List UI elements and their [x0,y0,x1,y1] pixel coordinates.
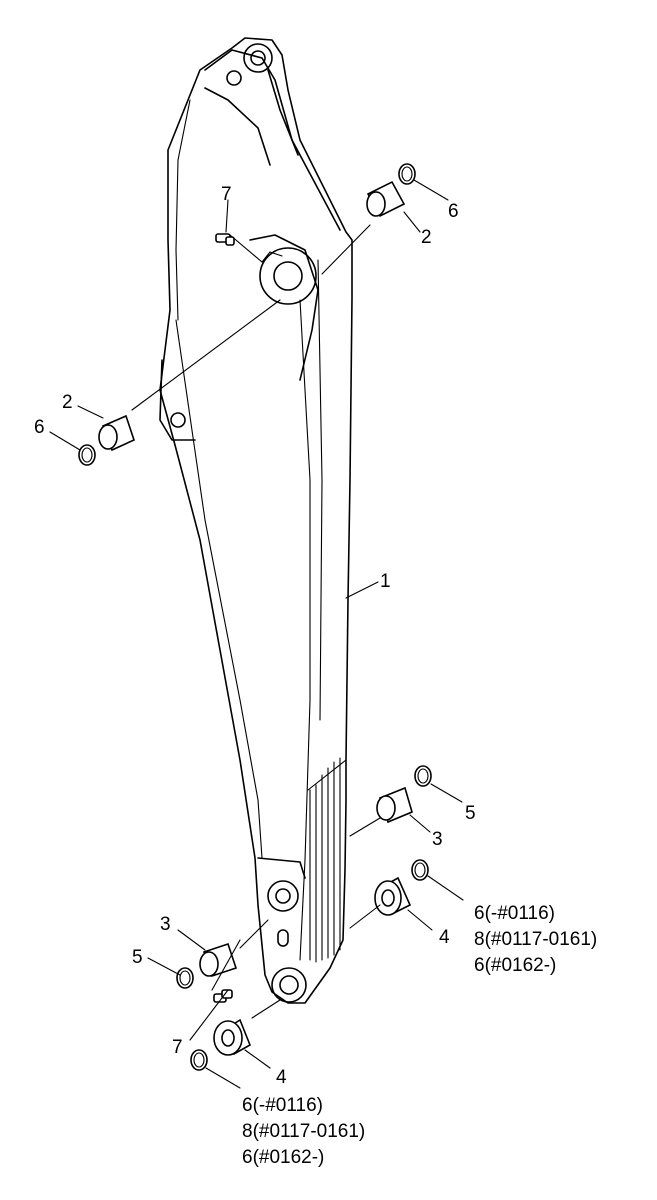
bushing-3-right [376,786,413,824]
callout-5-right: 5 [465,803,476,824]
note-right-line-1: 6(-#0116) [474,903,555,924]
bushing-2-left [98,414,135,452]
shim-ring-6-top [398,163,416,185]
callout-6-left: 6 [34,417,45,438]
head-bracket-right [267,69,299,156]
callout-6-top: 6 [448,201,459,222]
callout-2-right: 2 [421,227,432,248]
flanged-bushing-4-bottom [213,1018,252,1056]
arm-inner-edge-mid [299,299,311,961]
callout-3-right: 3 [432,829,443,850]
bushing-2-right [366,180,406,218]
callout-7-top: 7 [221,184,232,205]
shim-ring-5-right [414,765,432,787]
note-bottom-line-2: 8(#0117-0161) [242,1121,365,1142]
note-bottom-line-3: 6(#0162-) [242,1147,324,1168]
callout-labels: 1 2 2 3 3 4 4 5 5 6 6 7 7 [34,184,476,1088]
grease-slot [277,929,289,947]
note-right-line-3: 6(#0162-) [474,955,556,976]
shim-ring-6-left [78,444,96,466]
note-bottom-line-1: 6(-#0116) [242,1095,323,1116]
lower-boss-hole [275,888,291,904]
notes-right: 6(-#0116) 8(#0117-0161) 6(#0162-) [474,903,597,976]
upper-boss-rim [261,251,283,263]
head-bracket-left [204,87,271,166]
left-lug-hole [170,412,186,428]
notes-bottom: 6(-#0116) 8(#0117-0161) 6(#0162-) [242,1095,365,1168]
callout-2-left: 2 [62,392,73,413]
flanged-bushing-4-right [374,876,412,916]
bottom-plate [257,857,306,879]
assembly-lines [131,224,381,1019]
arm-top-head [204,49,341,231]
left-lug [159,359,196,441]
shim-ring-6-bottom [190,1049,208,1071]
arm-assembly [159,37,353,1004]
grease-fitting-top [215,233,235,246]
arm-ribs [307,757,347,963]
arm-inner-edge-right [317,259,323,721]
end-pin-boss [271,967,307,1003]
bushing-3-left [199,942,238,978]
lower-boss-ring [267,880,299,912]
top-pin-hole [250,50,266,66]
upper-boss-ring [259,247,317,305]
top-pin-boss [243,43,273,73]
callout-4-right: 4 [439,927,450,948]
upper-boss-hole [273,261,303,291]
callout-5-left: 5 [132,947,143,968]
callout-3-left: 3 [160,914,171,935]
end-pin-hole [279,975,299,995]
arm-inner-edge-left [175,319,263,859]
leader-lines [49,179,464,1089]
callout-4-bottom: 4 [276,1067,287,1088]
note-right-line-2: 8(#0117-0161) [474,929,597,950]
arm-outline [159,37,353,1004]
upper-boss-plate [249,234,319,381]
head-edge-inner [175,99,191,321]
shim-ring-6-right [411,859,429,881]
callout-1: 1 [380,571,391,592]
callout-7-bottom: 7 [172,1037,183,1058]
shim-ring-5-left [176,967,194,989]
head-bracket-hole [226,70,242,86]
